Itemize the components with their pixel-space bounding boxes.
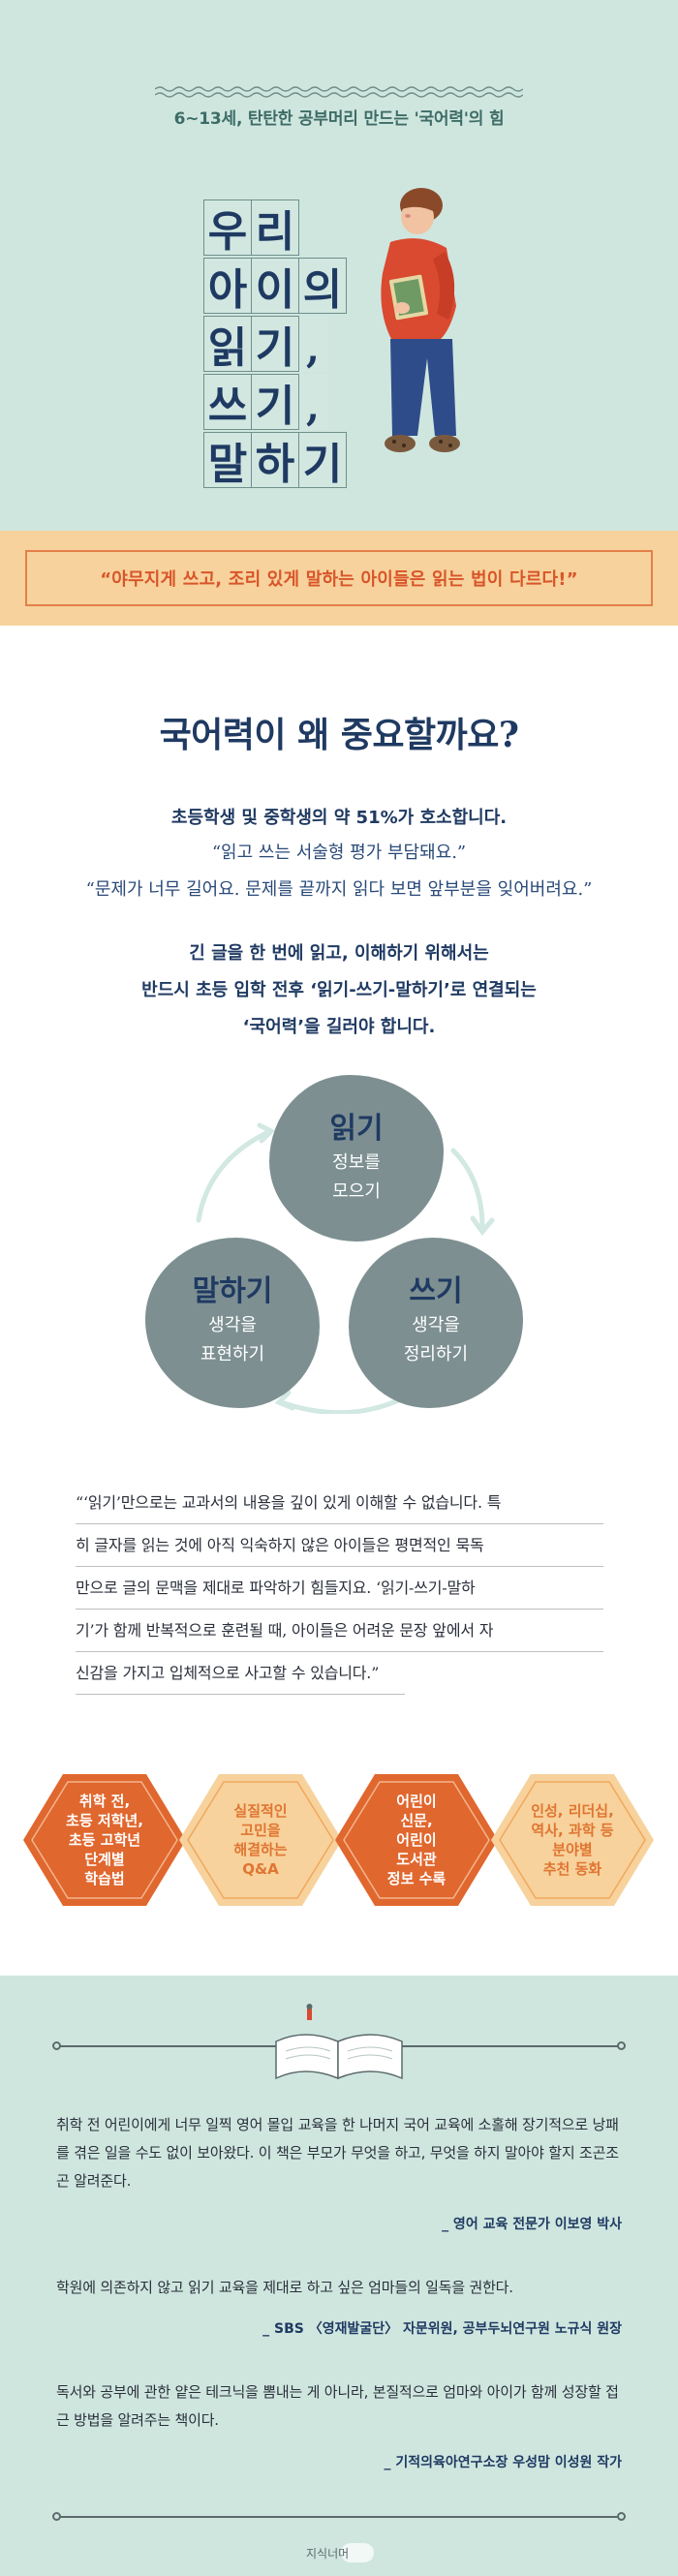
title-line-1: 우 리: [203, 199, 358, 257]
key-message-line: ‘국어력’을 길러야 합니다.: [242, 1017, 436, 1037]
title-char: 아: [203, 258, 252, 315]
title-line-4: 쓰 기 ,: [203, 374, 358, 431]
quote-frame: “야무지게 쓰고, 조리 있게 말하는 아이들은 읽는 법이 다르다!”: [25, 550, 653, 606]
quote-line: 신감을 가지고 입체적으로 사고할 수 있습니다.”: [76, 1652, 405, 1695]
title-line-3: 읽 기 ,: [203, 316, 358, 373]
book-tagline: 6~13세, 탄탄한 공부머리 만드는 '국어력'의 힘: [173, 109, 505, 129]
hexagon-shape: [491, 1774, 654, 1906]
title-char: ,: [298, 316, 327, 372]
survey-statement: 초등학생 및 중학생의 약 51%가 호소합니다.: [170, 808, 508, 828]
feature-hexagons: 취학 전, 초등 저학년, 초등 고학년 단계별 학습법 실질적인 고민을 해결…: [21, 1772, 657, 1908]
title-char: 우: [203, 199, 252, 257]
hero-section: 6~13세, 탄탄한 공부머리 만드는 '국어력'의 힘 우 리 아 이 의 읽…: [0, 0, 678, 531]
title-char: 기: [251, 374, 299, 431]
cycle-arrows: [196, 1122, 495, 1414]
title-char: 리: [251, 199, 299, 257]
recommendations-section: 취학 전 어린이에게 너무 일찍 영어 몰입 교육을 한 나머지 국어 교육에 …: [0, 1976, 678, 2576]
key-message: 긴 글을 한 번에 읽고, 이해하기 위해서는 반드시 초등 입학 전후 ‘읽기…: [0, 935, 678, 1046]
title-line-5: 말 하 기: [203, 432, 358, 489]
title-char: 기: [251, 316, 299, 373]
cycle-node-desc: 표현하기: [200, 1344, 265, 1365]
headline-quote: “야무지게 쓰고, 조리 있게 말하는 아이들은 읽는 법이 다르다!”: [100, 569, 578, 590]
title-char: 하: [251, 432, 299, 489]
hexagon-shape: [179, 1774, 342, 1906]
author-quote-block: “‘읽기’만으로는 교과서의 내용을 깊이 있게 이해할 수 없습니다. 특 히…: [76, 1482, 603, 1695]
hexagon-shape: [23, 1774, 186, 1906]
title-char: 기: [298, 432, 347, 489]
feature-label: 취학 전, 초등 저학년, 초등 고학년 단계별 학습법: [66, 1793, 143, 1887]
cycle-node-desc: 생각을: [412, 1315, 460, 1335]
feature-hexagon: 인성, 리더십, 역사, 과학 등 분야별 추천 동화: [489, 1772, 656, 1908]
title-char: 말: [203, 432, 252, 489]
feature-label: 인성, 리더십, 역사, 과학 등 분야별 추천 동화: [531, 1802, 614, 1878]
divider-dot: [52, 2512, 61, 2521]
recommender-name: _ 기적의육아연구소장 우성맘 이성원 작가: [384, 2455, 622, 2470]
publisher-logo: 지식너머: [302, 2541, 376, 2564]
quote-line: 히 글자를 읽는 것에 아직 익숙하지 않은 아이들은 평면적인 묵독: [76, 1524, 603, 1567]
student-voice-2: “문제가 너무 길어요. 문제를 끝까지 읽다 보면 앞부분을 잊어버려요.”: [85, 879, 593, 900]
feature-hexagon: 실질적인 고민을 해결하는 Q&A: [177, 1772, 344, 1908]
feature-label: 어린이 신문, 어린이 도서관 정보 수록: [386, 1793, 447, 1887]
cycle-node-write: 쓰기 생각을 정리하기: [349, 1238, 523, 1408]
quote-line: 기’가 함께 반복적으로 훈련될 때, 아이들은 어려운 문장 앞에서 자: [76, 1610, 603, 1652]
cycle-node-read: 읽기 정보를 모으기: [269, 1075, 444, 1242]
recommender-name: _ 영어 교육 전문가 이보영 박사: [442, 2217, 622, 2232]
feature-label: 실질적인 고민을 해결하는 Q&A: [233, 1802, 288, 1878]
cycle-node-title: 말하기: [192, 1274, 273, 1308]
feature-hexagon: 취학 전, 초등 저학년, 초등 고학년 단계별 학습법: [21, 1772, 188, 1908]
cycle-node-title: 쓰기: [409, 1274, 463, 1308]
title-char: 의: [298, 258, 347, 315]
recommendation-text: 학원에 의존하지 않고 읽기 교육을 제대로 하고 싶은 엄마들의 일독을 권한…: [56, 2279, 513, 2296]
key-message-line: 반드시 초등 입학 전후 ‘읽기-쓰기-말하기’로 연결되는: [141, 980, 537, 1000]
divider-dot: [52, 2041, 61, 2050]
quote-line: “‘읽기’만으로는 교과서의 내용을 깊이 있게 이해할 수 없습니다. 특: [76, 1482, 603, 1524]
cycle-node-desc: 모으기: [332, 1181, 381, 1202]
headline-quote-banner: “야무지게 쓰고, 조리 있게 말하는 아이들은 읽는 법이 다르다!”: [0, 531, 678, 626]
divider-line: [56, 2516, 622, 2518]
cycle-node-desc: 생각을: [208, 1315, 257, 1335]
title-char: 읽: [203, 316, 252, 373]
read-write-speak-cycle: 읽기 정보를 모으기 말하기 생각을 표현하기 쓰기 생각을 정리하기: [145, 1075, 533, 1414]
section-title: 국어력이 왜 중요할까요?: [159, 715, 519, 755]
boy-reading-illustration: [381, 188, 460, 452]
quote-line: 만으로 글의 문맥을 제대로 파악하기 힘들지요. ‘읽기-쓰기-말하: [76, 1567, 603, 1610]
student-voice-1: “읽고 쓰는 서술형 평가 부담돼요.”: [211, 843, 467, 863]
title-line-2: 아 이 의: [203, 258, 358, 315]
open-book-icon: [275, 2004, 403, 2080]
divider-dot: [617, 2041, 626, 2050]
wave-divider: [155, 86, 523, 98]
cycle-node-desc: 정보를: [332, 1152, 381, 1173]
book-title: 우 리 아 이 의 읽 기 , 쓰 기 , 말 하 기: [203, 199, 358, 490]
recommender-name: _ SBS 〈영재발굴단〉 자문위원, 공부두뇌연구원 노규식 원장: [262, 2321, 622, 2337]
recommendation-text: 독서와 공부에 관한 얕은 테크닉을 뽐내는 게 아니라, 본질적으로 엄마와 …: [56, 2383, 619, 2429]
publisher-logo-text: 지식너머: [306, 2547, 349, 2561]
divider-dot: [617, 2512, 626, 2521]
title-char: 쓰: [203, 374, 252, 431]
cycle-node-title: 읽기: [329, 1112, 384, 1146]
recommendation-text: 취학 전 어린이에게 너무 일찍 영어 몰입 교육을 한 나머지 국어 교육에 …: [56, 2116, 619, 2190]
key-message-line: 긴 글을 한 번에 읽고, 이해하기 위해서는: [189, 943, 489, 964]
hexagon-shape: [335, 1774, 498, 1906]
title-char: ,: [298, 374, 327, 430]
feature-hexagon: 어린이 신문, 어린이 도서관 정보 수록: [333, 1772, 500, 1908]
cycle-node-desc: 정리하기: [403, 1344, 469, 1365]
title-char: 이: [251, 258, 299, 315]
cycle-node-speak: 말하기 생각을 표현하기: [145, 1238, 320, 1408]
